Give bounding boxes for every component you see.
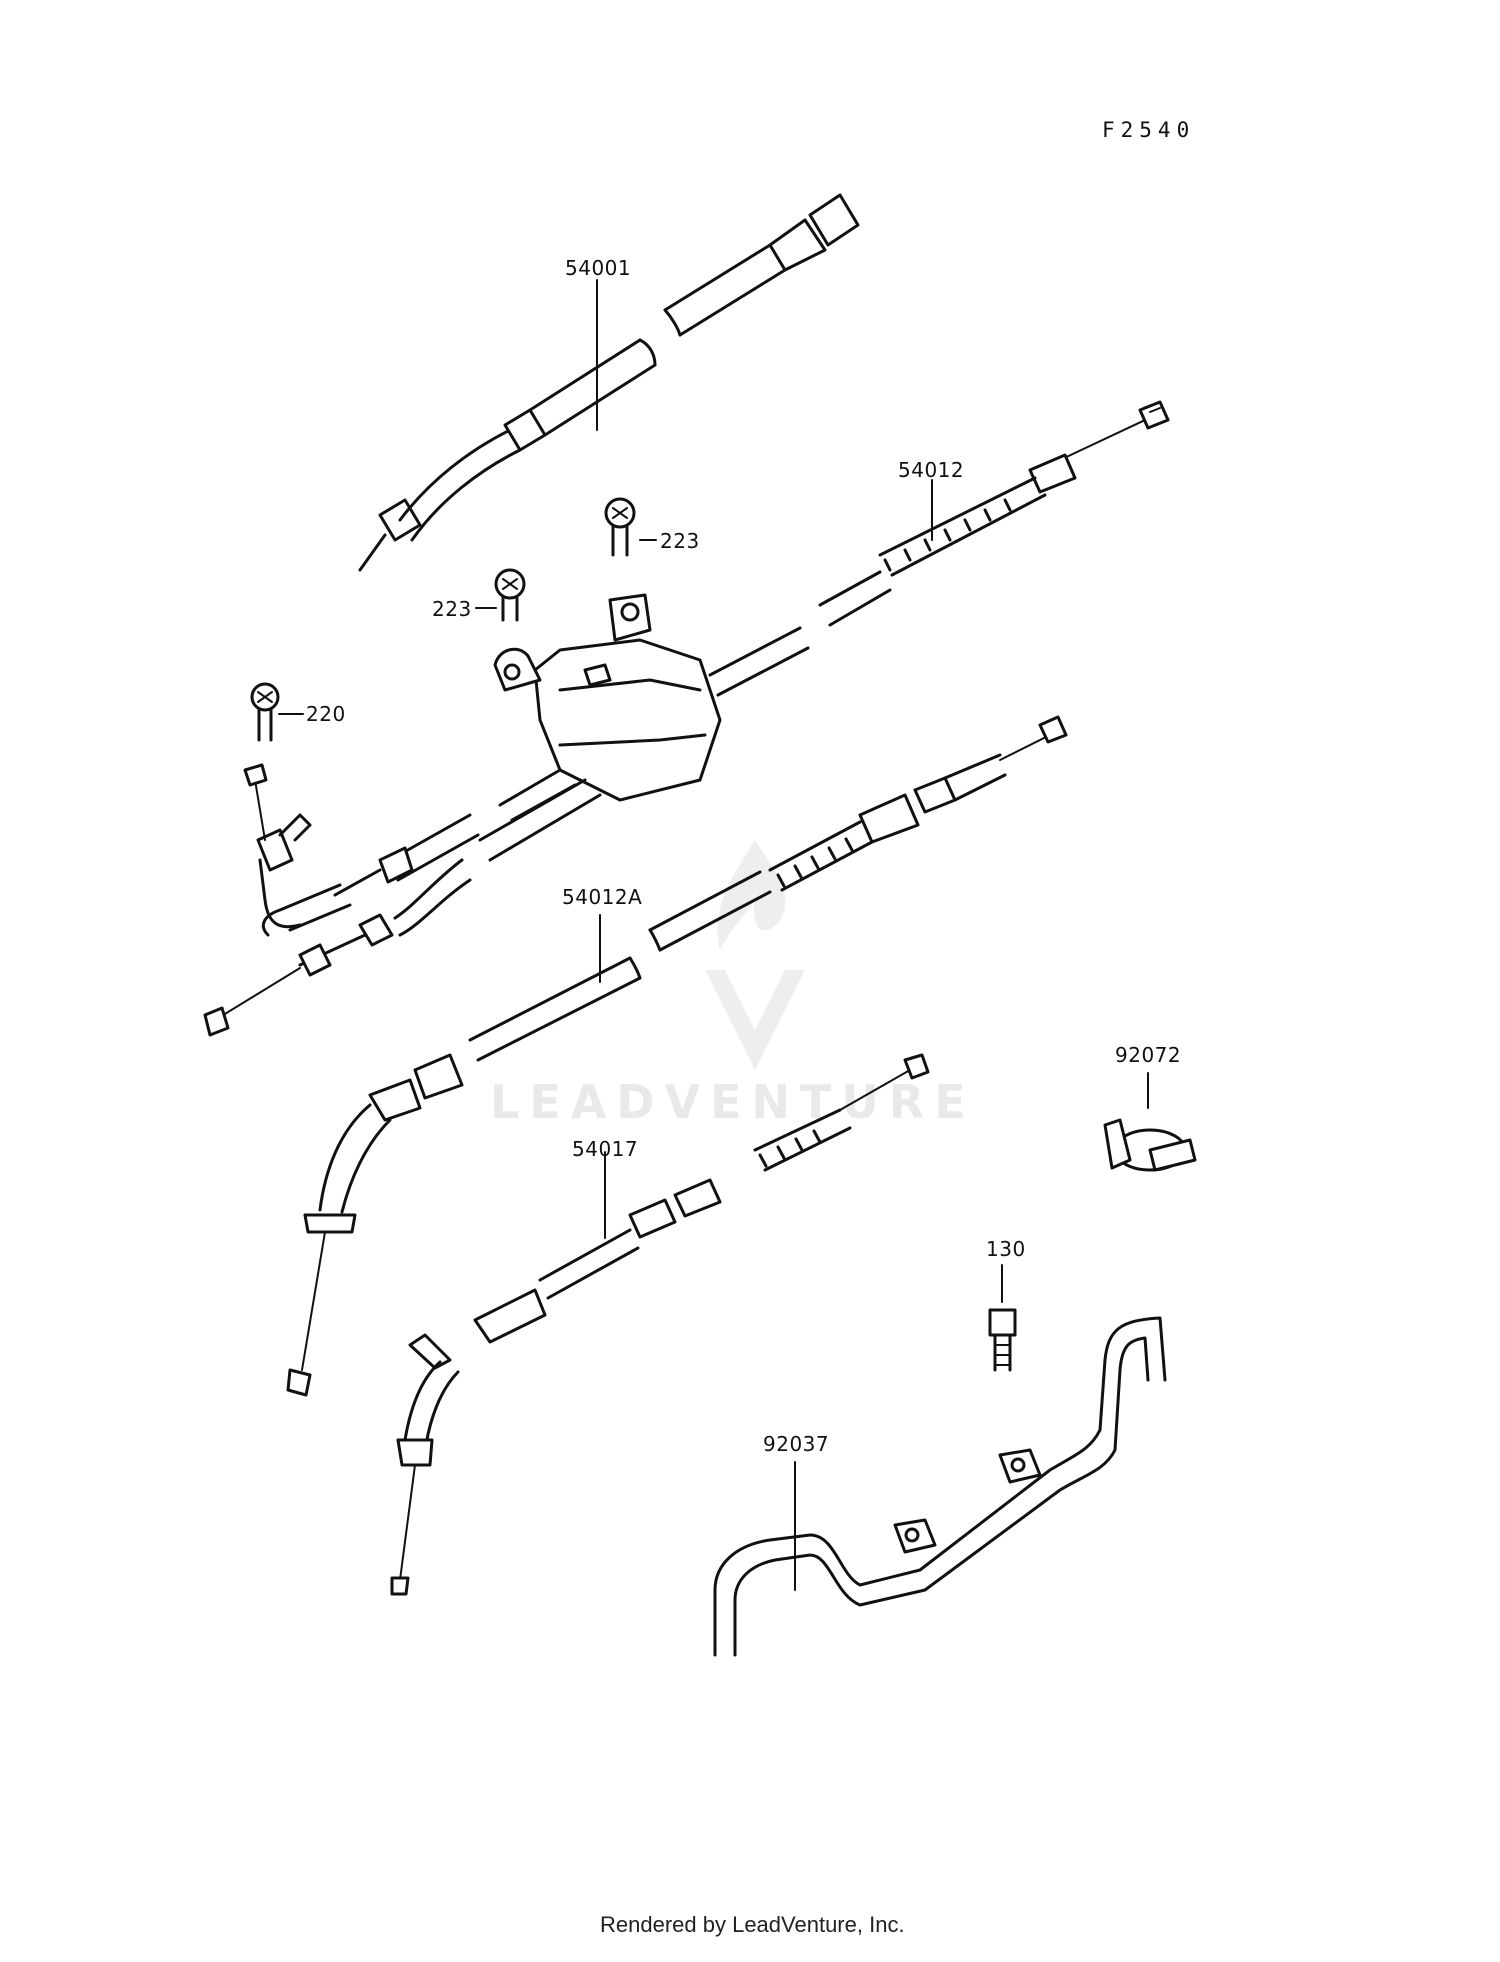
- screw-223-upper: [604, 497, 636, 557]
- part-number-92037: 92037: [763, 1432, 830, 1456]
- leadventure-logo: [705, 840, 805, 1070]
- throttle-cable-upper: [708, 400, 1170, 697]
- part-number-54001: 54001: [565, 256, 632, 280]
- bracket-92037: [713, 1316, 1167, 1657]
- diagram-code: F2540: [1102, 118, 1196, 142]
- part-number-223-upper: 223: [660, 529, 700, 553]
- leader-lines: [278, 279, 1149, 1591]
- bolt-130: [988, 1308, 1017, 1372]
- part-number-54012A: 54012A: [562, 885, 643, 909]
- choke-cable-54017: [390, 1053, 930, 1596]
- screw-220: [250, 682, 280, 742]
- part-number-130: 130: [986, 1237, 1026, 1261]
- part-number-54017: 54017: [572, 1137, 639, 1161]
- cable-junction-housing: [478, 593, 722, 862]
- clamp-92072: [1103, 1118, 1197, 1172]
- screw-223-lower: [494, 568, 526, 622]
- speedometer-cable: [358, 193, 860, 572]
- part-number-54012: 54012: [898, 458, 965, 482]
- throttle-cable-54012A: [286, 715, 1068, 1397]
- part-number-223-lower: 223: [432, 597, 472, 621]
- throttle-cable-left-ends: [203, 763, 480, 1037]
- part-number-92072: 92072: [1115, 1043, 1182, 1067]
- footer-credit: Rendered by LeadVenture, Inc.: [600, 1912, 905, 1937]
- part-number-220: 220: [306, 702, 346, 726]
